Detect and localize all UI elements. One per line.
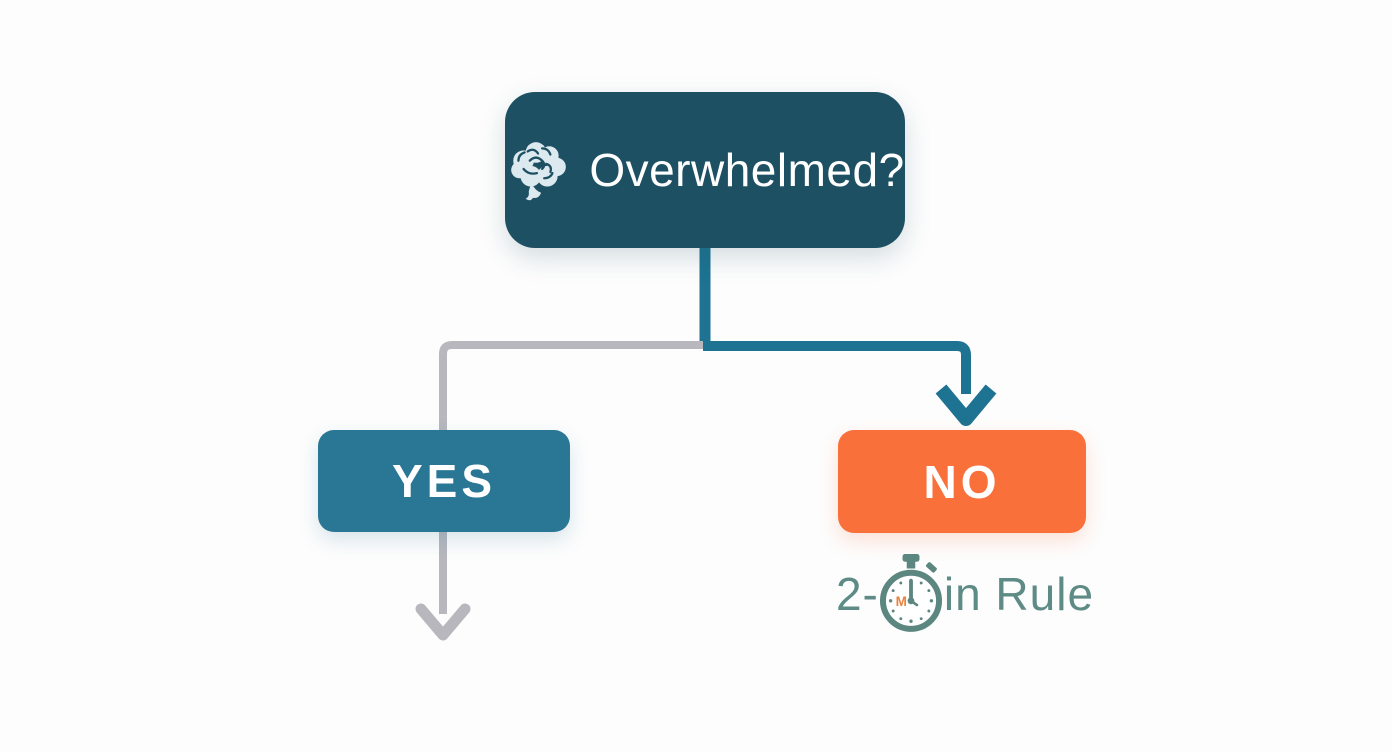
connector-elbow-gray: [439, 341, 703, 430]
yes-node-label: YES: [391, 455, 497, 507]
yes-node: YES: [318, 430, 570, 532]
decision-node-label: Overwhelmed?: [589, 144, 905, 196]
rule-prefix: 2-: [835, 568, 879, 620]
stopwatch-letter: M: [896, 594, 908, 609]
arrow-down-teal: [935, 384, 997, 426]
decision-node-overwhelmed: Overwhelmed?: [505, 92, 905, 248]
no-node: NO: [838, 430, 1086, 533]
two-min-rule-label: 2-: [810, 548, 1120, 640]
connector-elbow-teal: [703, 341, 971, 394]
stopwatch-icon: M: [879, 554, 942, 632]
no-node-label: NO: [923, 455, 1001, 508]
rule-suffix: in Rule: [943, 568, 1095, 620]
arrow-down-gray: [415, 603, 471, 641]
brain-icon: [505, 137, 571, 203]
